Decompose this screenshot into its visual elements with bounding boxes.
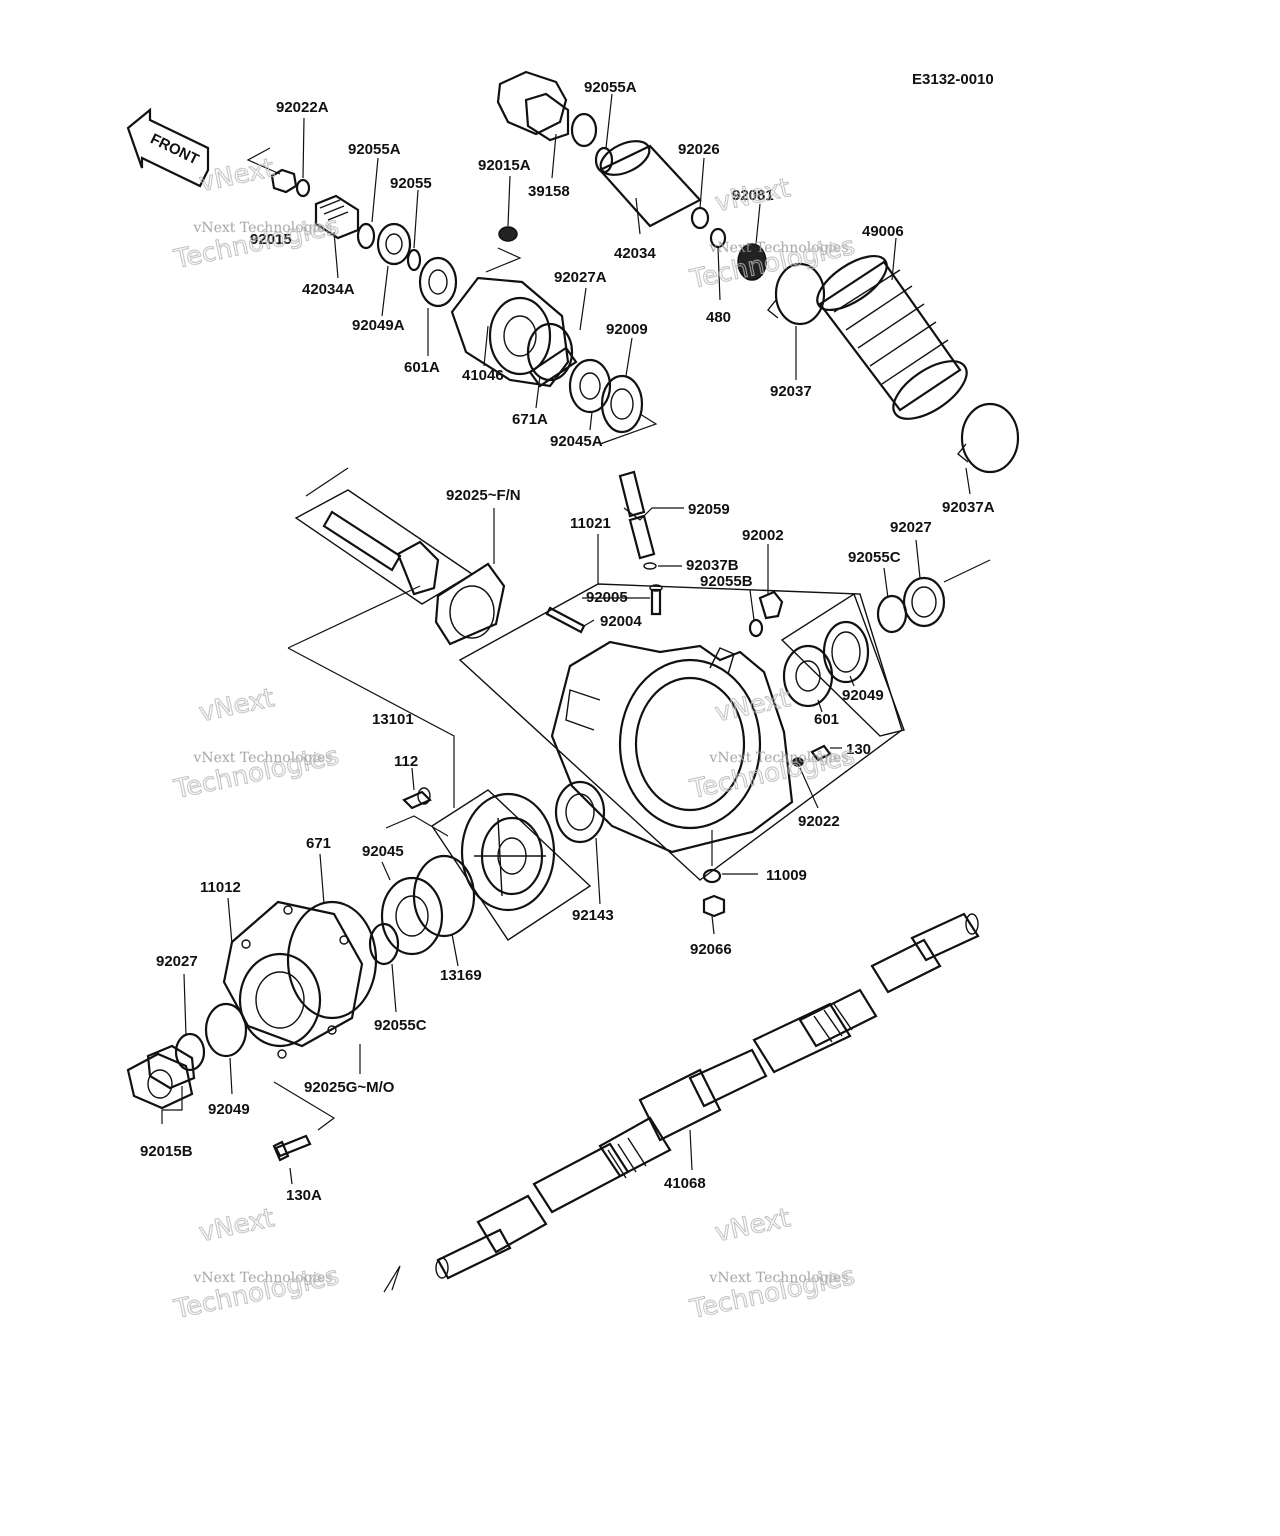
part-label: 92022 — [798, 813, 840, 830]
part-label: 42034A — [302, 281, 355, 298]
part-label: 92037 — [770, 383, 812, 400]
svg-text:vNext Technologies: vNext Technologies — [708, 750, 848, 766]
part-label: 92002 — [742, 527, 784, 544]
part-label: 39158 — [528, 183, 570, 200]
part-label: 92026 — [678, 141, 720, 158]
svg-text:vNext: vNext — [196, 1203, 277, 1248]
part-label: 480 — [706, 309, 731, 326]
svg-text:vNext Technologies: vNext Technologies — [708, 1270, 848, 1286]
final-case — [458, 470, 903, 935]
part-label-layer: 92022A 92055A 92055 92015A 39158 92055A … — [140, 79, 995, 1204]
part-label: 671A — [512, 411, 548, 428]
part-label: 13169 — [440, 967, 482, 984]
part-label: 112 — [394, 753, 418, 770]
part-label: 92037B — [686, 557, 739, 574]
part-label: 92004 — [600, 613, 642, 630]
part-label: 92049 — [842, 687, 884, 704]
svg-text:vNext: vNext — [712, 173, 793, 218]
watermark: vNext vNext Technologies Technologies vN… — [170, 153, 858, 1326]
part-label: 92055B — [700, 573, 753, 590]
pinion-group — [294, 467, 595, 646]
part-label: 92022A — [276, 99, 329, 116]
svg-text:vNext Technologies: vNext Technologies — [708, 240, 848, 256]
part-label: 13101 — [372, 711, 414, 728]
part-label: 92025G~M/O — [304, 1079, 395, 1096]
front-arrow-icon: FRONT — [126, 107, 210, 188]
top-left-assembly — [246, 117, 458, 356]
part-label: 92009 — [606, 321, 648, 338]
part-label: 41046 — [462, 367, 504, 384]
part-label: 92045A — [550, 433, 603, 450]
part-label: 11012 — [200, 879, 241, 896]
part-label: 92027 — [890, 519, 932, 536]
part-label: 92055A — [348, 141, 401, 158]
svg-text:vNext Technologies: vNext Technologies — [192, 220, 332, 236]
part-label: 92037A — [942, 499, 995, 516]
rear-axle — [383, 912, 980, 1293]
part-label: 11009 — [766, 867, 807, 884]
part-label: 92049A — [352, 317, 405, 334]
part-label: 601 — [814, 711, 839, 728]
part-label: 92059 — [688, 501, 730, 518]
part-label: 92049 — [208, 1101, 250, 1118]
part-label: 42034 — [614, 245, 656, 262]
part-label: 92055C — [374, 1017, 427, 1034]
part-label: 41068 — [664, 1175, 706, 1192]
right-bearing-group — [780, 539, 991, 737]
front-label: FRONT — [148, 130, 202, 168]
part-label: 49006 — [862, 223, 904, 240]
svg-text:vNext: vNext — [712, 1203, 793, 1248]
part-label: 92055C — [848, 549, 901, 566]
part-label: 92055A — [584, 79, 637, 96]
part-label: 92081 — [732, 187, 774, 204]
part-label: 92015B — [140, 1143, 193, 1160]
part-label: 92015 — [250, 231, 292, 248]
part-label: 92025~F/N — [446, 487, 521, 504]
part-label: 130 — [846, 741, 871, 758]
svg-text:vNext Technologies: vNext Technologies — [192, 1270, 332, 1286]
left-cover-group — [126, 853, 476, 1185]
part-label: 130A — [286, 1187, 322, 1204]
part-label: 601A — [404, 359, 440, 376]
svg-text:vNext: vNext — [196, 683, 277, 728]
top-center-assembly — [450, 70, 767, 445]
boot-assembly — [767, 237, 1020, 495]
ring-gear-group — [287, 585, 606, 941]
svg-text:vNext Technologies: vNext Technologies — [192, 750, 332, 766]
diagram-code: E3132-0010 — [912, 71, 994, 88]
part-label: 92045 — [362, 843, 404, 860]
part-label: 92027A — [554, 269, 607, 286]
part-label: 671 — [306, 835, 331, 852]
part-label: 92143 — [572, 907, 614, 924]
part-label: 92005 — [586, 589, 628, 606]
part-label: 92066 — [690, 941, 732, 958]
part-label: 92055 — [390, 175, 432, 192]
part-label: 92027 — [156, 953, 198, 970]
part-label: 11021 — [570, 515, 611, 532]
part-label: 92015A — [478, 157, 531, 174]
